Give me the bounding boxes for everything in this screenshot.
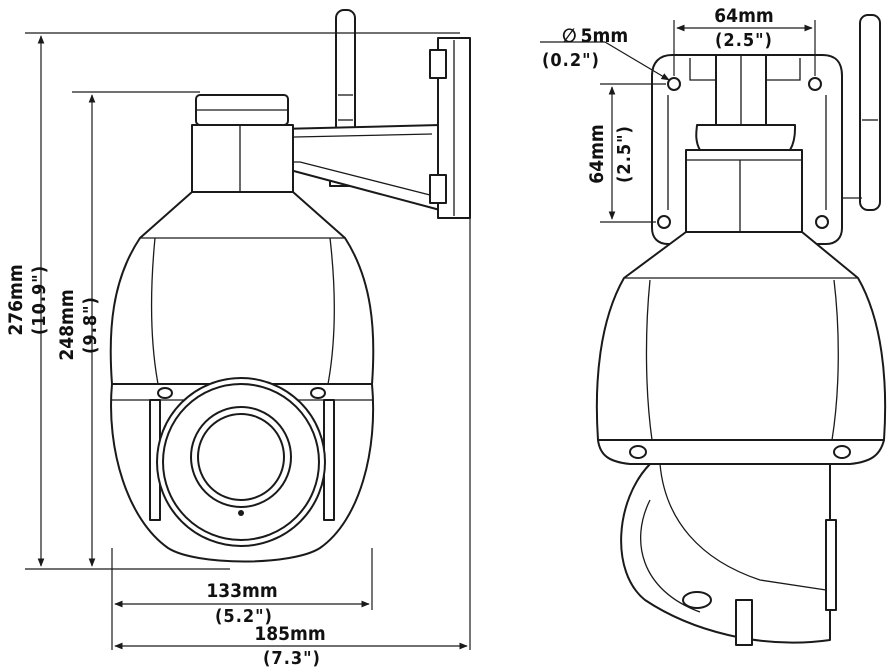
mount-width-metric-label: 64mm: [714, 5, 773, 27]
total-height-metric-label: 276mm: [5, 264, 27, 335]
hole-diameter-metric-label: ∅5mm: [562, 25, 628, 47]
total-width-metric-label: 185mm: [254, 623, 325, 645]
total-width-imperial-label: (7.3"): [263, 648, 321, 669]
mount-height-imperial-label: (2.5"): [614, 125, 635, 183]
lens-icon: [156, 377, 326, 547]
front-view-camera: [109, 9, 471, 563]
side-view-dimensions: [540, 20, 816, 223]
front-view-dimensions: [25, 32, 471, 650]
body-height-metric-label: 248mm: [56, 289, 78, 360]
diameter-symbol-icon: ∅: [562, 25, 577, 47]
total-height-imperial-label: (10.9"): [29, 265, 50, 335]
mount-width-imperial-label: (2.5"): [715, 30, 773, 51]
body-width-imperial-label: (5.2"): [215, 606, 273, 627]
side-view-camera: [595, 14, 887, 646]
mount-height-metric-label: 64mm: [586, 124, 608, 183]
hole-diameter-imperial-label: (0.2"): [542, 50, 600, 71]
body-width-metric-label: 133mm: [206, 580, 277, 602]
body-height-imperial-label: (9.8"): [80, 296, 101, 354]
